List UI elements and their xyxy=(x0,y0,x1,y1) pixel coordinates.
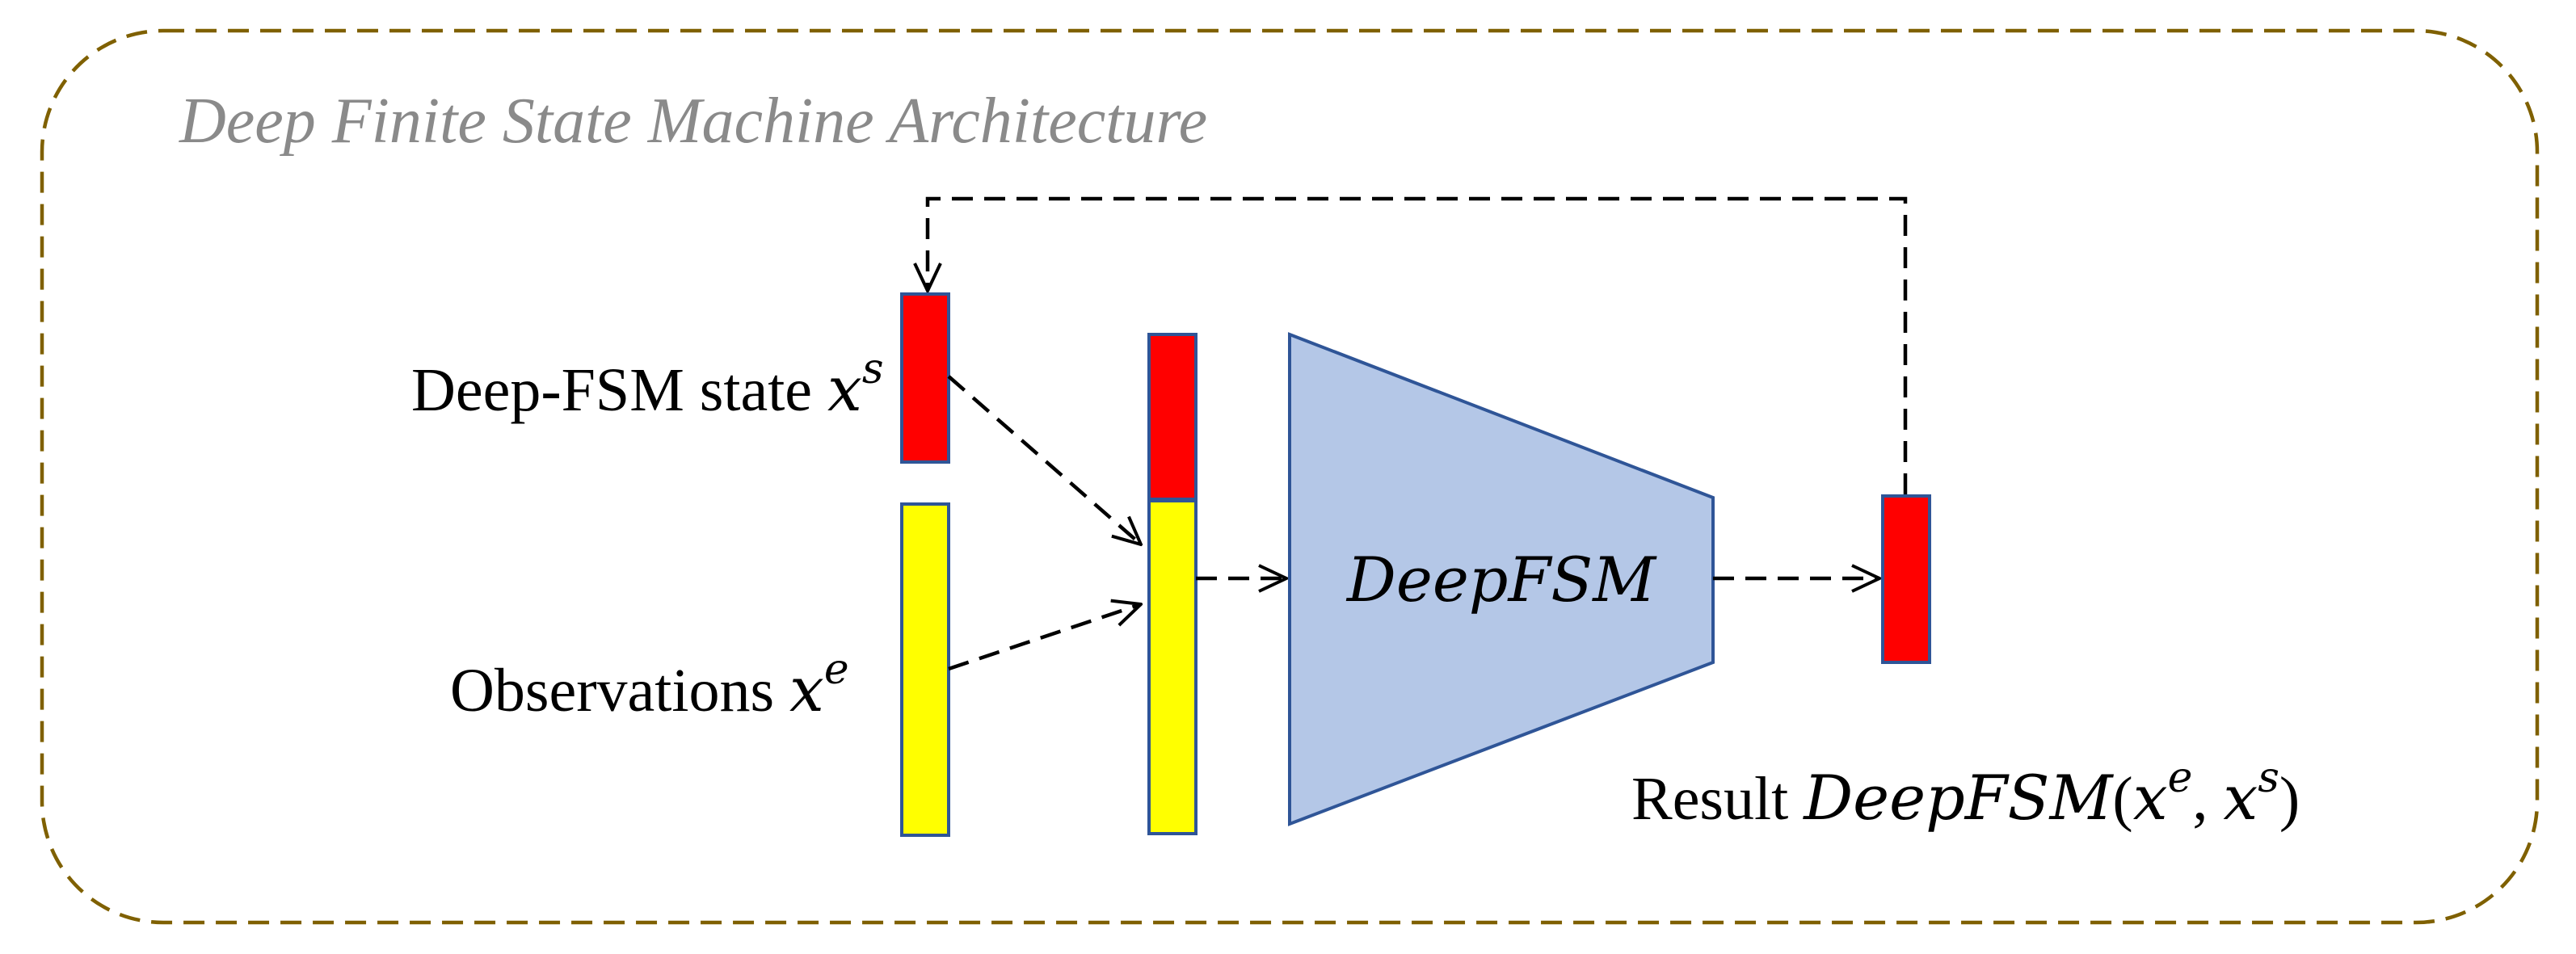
result-label-var2: x xyxy=(2223,762,2258,834)
state-to-concat-arrow xyxy=(947,375,1141,544)
diagram-frame xyxy=(40,28,2540,925)
feedback-arrow xyxy=(928,196,1908,494)
result-label: Result DeepFSM(xe, xs) xyxy=(1555,754,2346,834)
observations-label-var: x xyxy=(789,654,824,725)
output-state-vector xyxy=(1881,494,1931,664)
observation-to-concat-arrow xyxy=(948,604,1141,671)
observations-label-text: Observations xyxy=(450,657,789,725)
state-label-text: Deep-FSM state xyxy=(411,356,827,424)
network-label: DeepFSM xyxy=(1345,544,1657,616)
observations-label-sup: e xyxy=(824,645,849,694)
state-label: Deep-FSM state xs xyxy=(335,329,930,425)
result-label-separator: , xyxy=(2192,765,2223,833)
state-label-var: x xyxy=(827,353,862,425)
diagram-title: Deep Finite State Machine Architecture xyxy=(179,86,1207,157)
result-label-text: Result xyxy=(1631,765,1804,833)
result-label-fn: DeepFSM xyxy=(1802,762,2114,834)
result-label-sup2: s xyxy=(2258,754,2279,802)
observation-vector xyxy=(900,502,950,837)
result-label-open-paren: ( xyxy=(2112,765,2132,833)
observations-label: Observations xe xyxy=(373,629,895,725)
concat-vector-observation-part xyxy=(1147,499,1198,835)
result-label-sup1: e xyxy=(2168,754,2193,802)
concat-vector-state-part xyxy=(1147,333,1198,501)
result-label-close-paren: ) xyxy=(2279,765,2300,833)
state-label-sup: s xyxy=(862,345,884,393)
deepfsm-network xyxy=(1288,332,1715,826)
result-label-var1: x xyxy=(2133,762,2168,834)
